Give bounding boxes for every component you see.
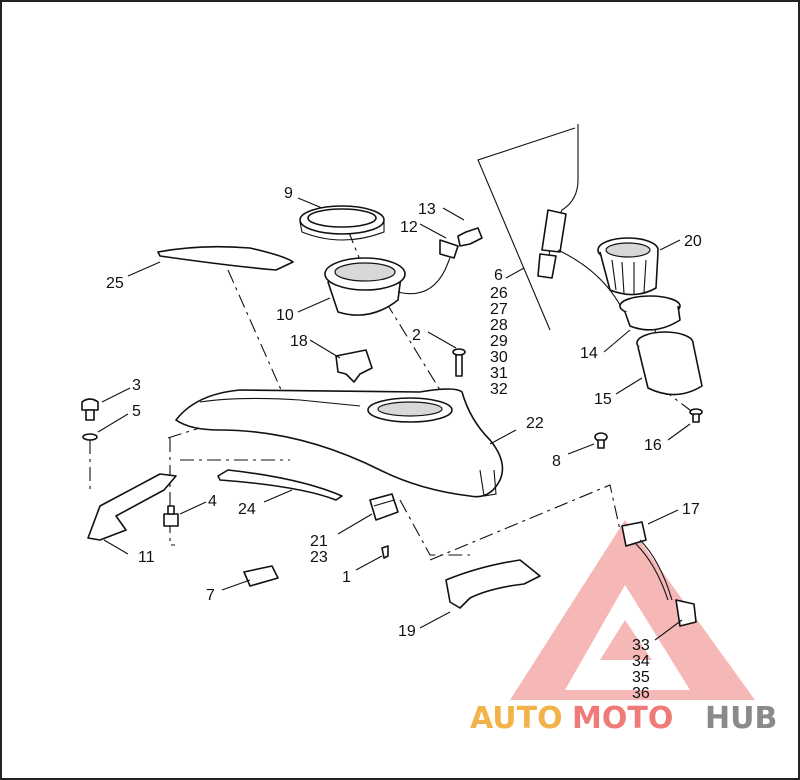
part-10-speedometer bbox=[324, 257, 451, 316]
callout-2: 2 bbox=[412, 327, 421, 344]
callout-31: 31 bbox=[490, 365, 508, 382]
callout-30: 30 bbox=[490, 349, 508, 366]
part-1-screw bbox=[381, 545, 389, 559]
callout-11: 11 bbox=[138, 549, 155, 566]
callout-22: 22 bbox=[526, 415, 544, 432]
part-17-connector bbox=[621, 521, 673, 601]
part-19-cover bbox=[445, 559, 541, 609]
callout-34: 34 bbox=[632, 653, 650, 670]
part-21-switch bbox=[369, 493, 399, 521]
part-11-bracket bbox=[87, 473, 177, 541]
instrument-group-bracket bbox=[477, 127, 576, 331]
part-7-plug bbox=[243, 565, 279, 587]
watermark-text-hub: HUB bbox=[705, 701, 777, 736]
watermark-logo bbox=[510, 520, 755, 700]
callout-36: 36 bbox=[632, 685, 650, 702]
callout-9: 9 bbox=[284, 185, 293, 202]
watermark-text-moto: MOTO bbox=[572, 701, 673, 736]
callout-1: 1 bbox=[342, 569, 351, 586]
callout-3: 3 bbox=[132, 377, 141, 394]
part-16-screw bbox=[689, 408, 703, 423]
callout-10: 10 bbox=[276, 307, 294, 324]
callout-8: 8 bbox=[552, 453, 561, 470]
callout-labels: 9 13 12 25 10 18 2 6 26 27 28 29 30 31 3… bbox=[106, 185, 702, 702]
callout-26: 26 bbox=[490, 285, 508, 302]
part-5-washer bbox=[82, 433, 98, 441]
part-14-gauge-base bbox=[619, 295, 681, 331]
callout-24: 24 bbox=[238, 501, 256, 518]
callout-13: 13 bbox=[418, 201, 436, 218]
watermark-wordmark: AUTO MOTO HUB bbox=[470, 701, 777, 736]
callout-25: 25 bbox=[106, 275, 124, 292]
callout-32: 32 bbox=[490, 381, 508, 398]
callout-15: 15 bbox=[594, 391, 612, 408]
callout-19: 19 bbox=[398, 623, 416, 640]
part-20-gauge bbox=[597, 237, 659, 296]
callout-12: 12 bbox=[400, 219, 418, 236]
callout-21: 21 bbox=[310, 533, 328, 550]
part-2-bolt bbox=[452, 348, 466, 377]
callout-5: 5 bbox=[132, 403, 141, 420]
part-18-clip bbox=[335, 349, 373, 383]
part-25-visor bbox=[157, 245, 294, 271]
callout-14: 14 bbox=[580, 345, 598, 362]
callout-20: 20 bbox=[684, 233, 702, 250]
callout-7: 7 bbox=[206, 587, 215, 604]
leader-lines bbox=[97, 197, 691, 641]
callout-23: 23 bbox=[310, 549, 328, 566]
part-22-console bbox=[175, 388, 504, 498]
part-6-wiring-harness bbox=[537, 124, 621, 306]
callout-35: 35 bbox=[632, 669, 650, 686]
callout-6: 6 bbox=[494, 267, 503, 284]
callout-16: 16 bbox=[644, 437, 662, 454]
callout-4: 4 bbox=[208, 493, 217, 510]
part-4-screw bbox=[163, 505, 179, 527]
callout-18: 18 bbox=[290, 333, 308, 350]
callout-27: 27 bbox=[490, 301, 508, 318]
callout-17: 17 bbox=[682, 501, 700, 518]
callout-29: 29 bbox=[490, 333, 508, 350]
part-3-screw bbox=[81, 398, 99, 421]
callout-33: 33 bbox=[632, 637, 650, 654]
watermark-text-auto: AUTO bbox=[470, 701, 563, 736]
part-8-screw bbox=[594, 432, 608, 449]
part-12-13-lamp-socket bbox=[439, 227, 483, 259]
part-33-connector bbox=[675, 599, 697, 627]
callout-28: 28 bbox=[490, 317, 508, 334]
part-24-trim-strip bbox=[217, 469, 343, 501]
part-9-bezel-ring bbox=[299, 205, 385, 241]
part-15-gauge-cup bbox=[636, 331, 703, 396]
